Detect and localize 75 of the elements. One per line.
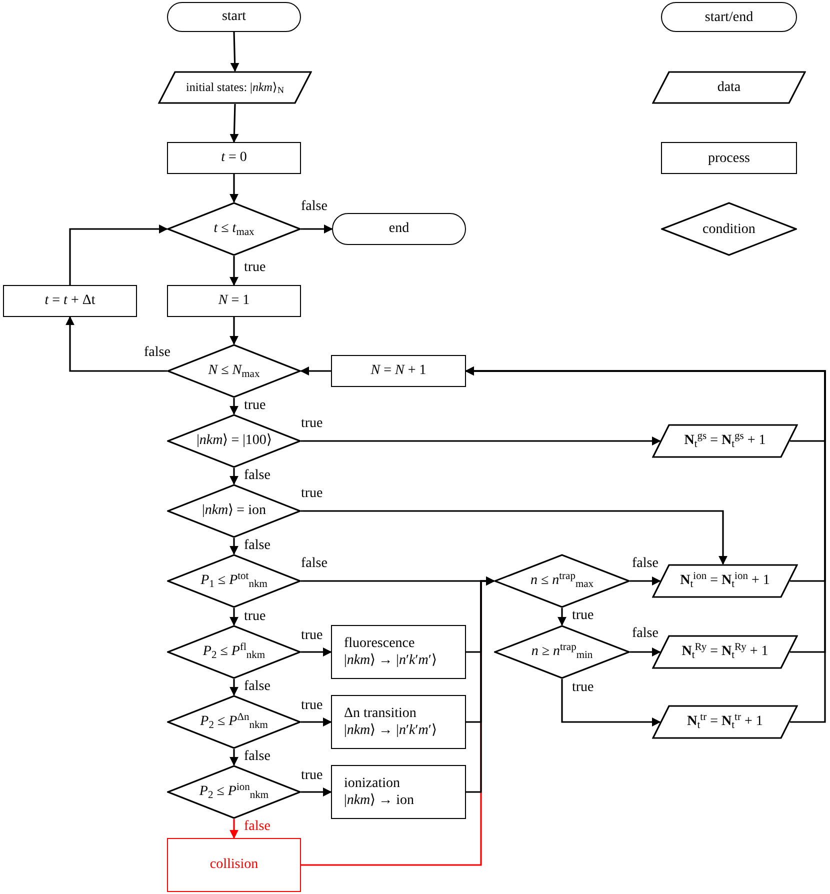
- node-label: N ≤ N$_{max}$: [208, 362, 260, 380]
- arrow: [230, 608, 238, 626]
- legend-label: process: [708, 150, 750, 168]
- terminal-shape: [332, 213, 466, 245]
- node-label: end: [388, 220, 410, 238]
- data-parallelogram: [652, 705, 798, 739]
- node-label: N$_{t}$$^{ion}$ = N$_{t}$$^{ion}$ + 1: [680, 572, 770, 590]
- data-parallelogram: [652, 424, 798, 458]
- node-label: t = 0: [221, 149, 247, 167]
- arrow: [466, 576, 495, 793]
- terminal-shape: [167, 2, 301, 32]
- node-label: |nkm⟩ → |n′k′m′⟩: [344, 652, 436, 670]
- node-label: collision: [210, 856, 258, 874]
- node-label: |nkm⟩ = ion: [202, 502, 266, 520]
- arrow: [465, 366, 826, 723]
- arrow: [230, 468, 238, 485]
- arrow: [561, 679, 661, 726]
- decision-diamond: [167, 484, 301, 538]
- arrow: [66, 316, 167, 372]
- arrow: [230, 317, 238, 345]
- node-label: initial states: |nkm⟩$_{N}$: [186, 80, 284, 95]
- node-label: N$_{t}$$^{gs}$ = N$_{t}$$^{gs}$ + 1: [684, 432, 766, 450]
- arrow: [301, 788, 332, 796]
- legend-label: start/end: [704, 8, 754, 26]
- arrow: [301, 718, 332, 726]
- legend-label: condition: [702, 220, 756, 238]
- process-box: [167, 142, 301, 174]
- node-label: Δn transition: [344, 704, 416, 722]
- process-box: [331, 765, 466, 819]
- node-label: N = 1: [218, 292, 250, 310]
- arrow: [301, 436, 661, 446]
- node-label: |nkm⟩ → |n′k′m′⟩: [344, 722, 436, 740]
- data-parallelogram: [158, 71, 312, 104]
- process-box: [167, 838, 301, 892]
- node-label: fluorescence: [344, 634, 415, 652]
- process-box: [3, 285, 137, 317]
- node-label: ionization: [344, 774, 400, 792]
- decision-diamond: [494, 625, 630, 679]
- legend-label: data: [717, 79, 741, 97]
- node-label: N = N + 1: [370, 362, 426, 380]
- arrow: [230, 174, 238, 203]
- decision-diamond: [167, 554, 301, 608]
- process-box: [167, 285, 301, 317]
- node-label: t ≤ t$_{max}$: [214, 220, 254, 238]
- node-label: |nkm⟩ → ion: [344, 792, 414, 810]
- arrow: [301, 648, 332, 656]
- process-box: [331, 355, 466, 387]
- process-box: [331, 625, 466, 679]
- arrow: [230, 679, 238, 696]
- arrow: [69, 224, 168, 285]
- decision-diamond: [494, 554, 630, 608]
- node-label: |nkm⟩ = |100⟩: [196, 432, 272, 450]
- node-label: N$_{t}$$^{Ry}$ = N$_{t}$$^{Ry}$ + 1: [682, 643, 768, 661]
- arrow: [300, 366, 331, 376]
- arrow: [230, 749, 238, 766]
- arrow: [630, 648, 661, 656]
- arrow: [230, 32, 240, 72]
- arrow: [230, 104, 239, 143]
- arrow: [230, 538, 238, 555]
- process-box: [331, 695, 466, 749]
- node-label: N$_{t}$$^{tr}$ = N$_{t}$$^{tr}$ + 1: [687, 713, 763, 731]
- decision-diamond: [167, 414, 301, 468]
- arrow: [230, 819, 238, 839]
- decision-diamond: [167, 202, 301, 256]
- node-label: start: [222, 8, 246, 26]
- decision-diamond: [167, 625, 301, 679]
- decision-diamond: [167, 695, 301, 749]
- arrow: [301, 224, 333, 234]
- arrow: [230, 256, 238, 286]
- arrow: [301, 510, 728, 565]
- arrow: [230, 398, 238, 415]
- node-label: t = t + Δt: [44, 292, 96, 310]
- arrow: [558, 608, 566, 626]
- arrow: [630, 576, 661, 586]
- decision-diamond: [167, 765, 301, 819]
